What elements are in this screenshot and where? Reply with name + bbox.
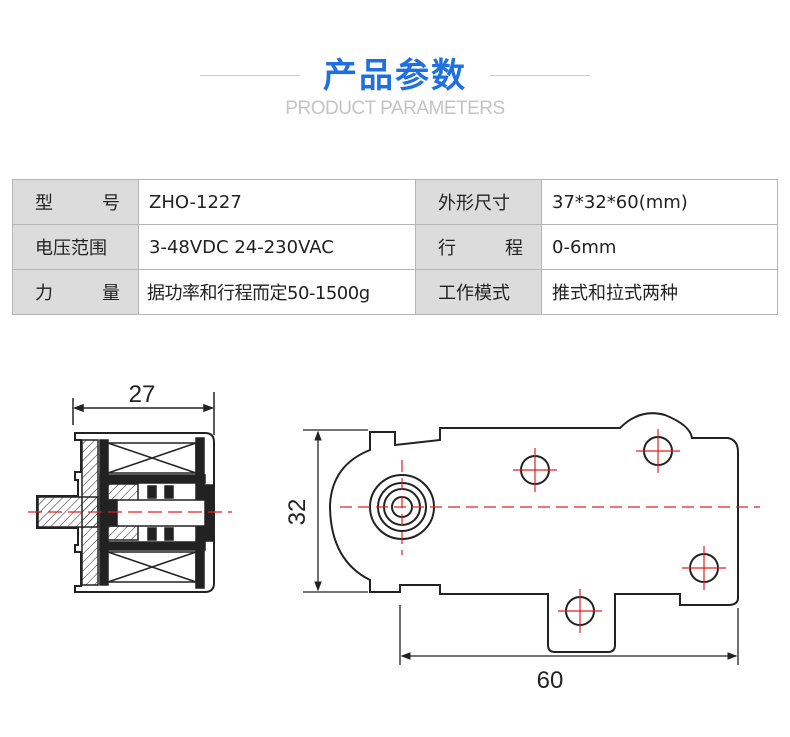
side-view-drawing (36, 392, 215, 593)
side-width-label: 27 (129, 381, 156, 408)
value-stroke: 0-6mm (541, 224, 778, 270)
value-model: ZHO-1227 (138, 179, 416, 225)
front-height-label: 32 (284, 499, 311, 526)
front-length-label: 60 (537, 667, 564, 694)
value-mode: 推式和拉式两种 (541, 269, 778, 315)
value-force: 据功率和行程而定50-1500g (138, 269, 416, 315)
page-subtitle: PRODUCT PARAMETERS (285, 98, 505, 119)
label-force: 力量 (12, 269, 139, 315)
label-model: 型号 (12, 179, 139, 225)
table-row: 电压范围 3-48VDC 24-230VAC 行程 0-6mm (12, 224, 778, 270)
parameters-table: 型号 ZHO-1227 外形尺寸 37*32*60(mm) 电压范围 3-48V… (12, 179, 778, 315)
title-line-right (490, 75, 590, 76)
table-row: 力量 据功率和行程而定50-1500g 工作模式 推式和拉式两种 (12, 269, 778, 315)
value-voltage: 3-48VDC 24-230VAC (138, 224, 416, 270)
front-centerlines (340, 429, 760, 633)
label-stroke: 行程 (415, 224, 542, 270)
page-title: 产品参数 (323, 56, 467, 96)
label-mode: 工作模式 (415, 269, 542, 315)
title-line-left (200, 75, 300, 76)
